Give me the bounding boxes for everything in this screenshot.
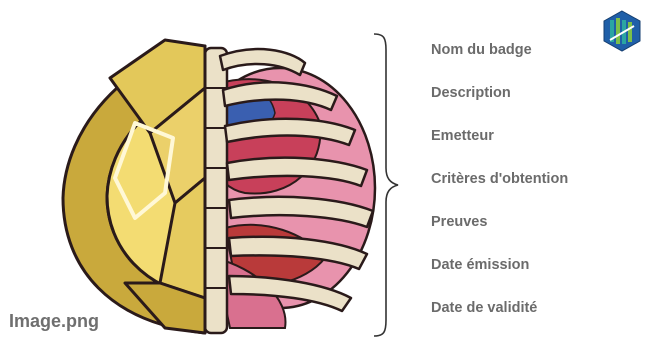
field-description: Description (431, 81, 568, 124)
field-evidence: Preuves (431, 210, 568, 253)
field-badge-name: Nom du badge (431, 38, 568, 81)
brand-logo-icon (602, 10, 642, 52)
badge-field-list: Nom du badge Description Emetteur Critèr… (431, 38, 568, 339)
field-validity-date: Date de validité (431, 296, 568, 339)
badge-anatomy-illustration (55, 28, 385, 338)
curly-bracket (360, 28, 420, 342)
badge-shell (63, 40, 205, 333)
field-issuer: Emetteur (431, 124, 568, 167)
image-filename-caption: Image.png (9, 311, 99, 332)
field-criteria: Critères d'obtention (431, 167, 568, 210)
field-issue-date: Date émission (431, 253, 568, 296)
